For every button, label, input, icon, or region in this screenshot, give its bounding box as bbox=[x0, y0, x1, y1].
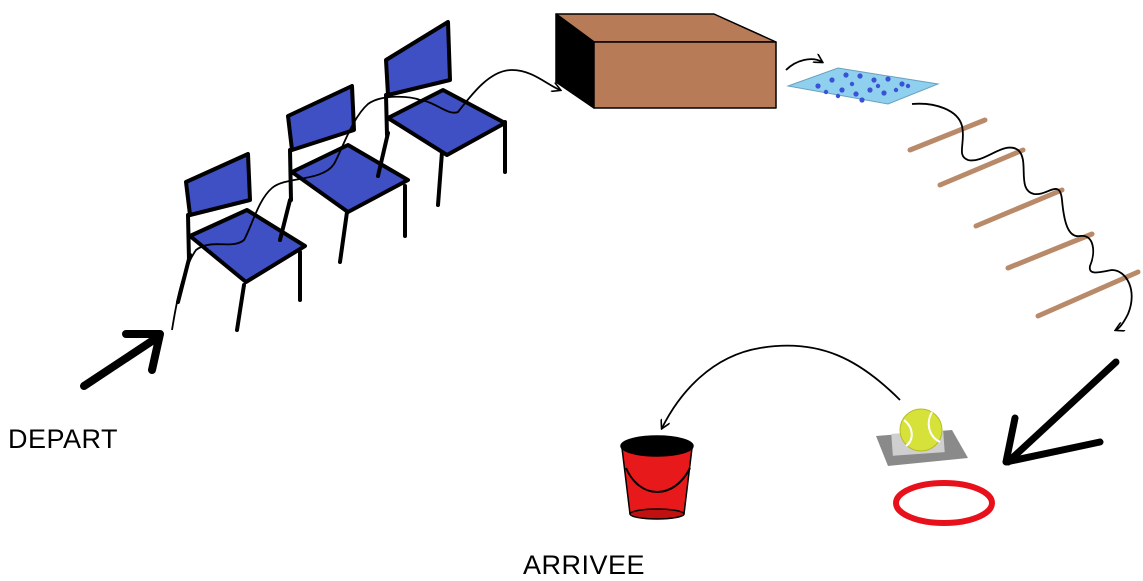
tennis-ball-icon bbox=[900, 409, 942, 451]
path-line bbox=[786, 59, 822, 70]
hurdle-icon bbox=[940, 150, 1023, 185]
bucket-icon bbox=[621, 436, 693, 519]
hurdle-icon bbox=[1008, 234, 1092, 268]
finish-label: ARRIVEE bbox=[523, 550, 645, 581]
box-icon bbox=[556, 14, 776, 108]
hurdle-icon bbox=[1038, 272, 1138, 316]
hurdle-icon bbox=[910, 120, 985, 150]
hoop-icon bbox=[896, 483, 992, 523]
start-arrow-icon bbox=[84, 334, 160, 386]
mat-icon bbox=[788, 68, 938, 104]
start-label: DEPART bbox=[8, 424, 118, 455]
hurdle-icon bbox=[976, 190, 1062, 226]
path-line bbox=[662, 346, 900, 428]
hoop-arrow-icon bbox=[1006, 362, 1116, 462]
chair-icon bbox=[280, 86, 408, 262]
